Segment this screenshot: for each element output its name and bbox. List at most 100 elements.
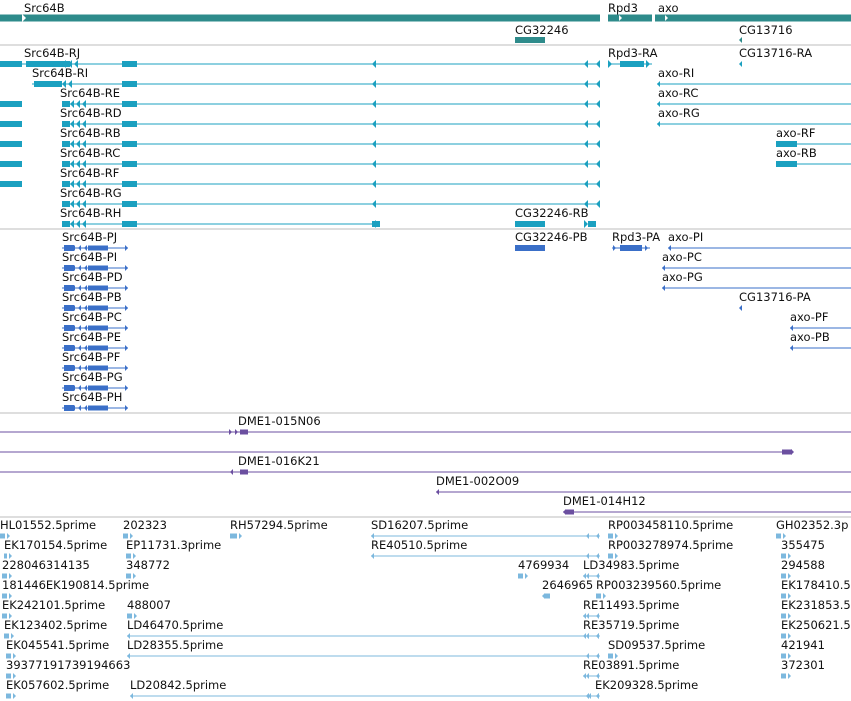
strand-arrow-right xyxy=(615,553,618,559)
strand-arrow-left xyxy=(662,265,665,271)
strand-arrow-right xyxy=(788,573,791,579)
clone-label: DME1-015N06 xyxy=(238,414,321,428)
exon-block xyxy=(123,533,128,539)
transcript-label: Src64B-RF xyxy=(60,166,119,180)
strand-arrow-left xyxy=(586,613,589,619)
strand-arrow-right xyxy=(125,285,128,291)
est-label: EK170154.5prime xyxy=(4,538,107,552)
exon-block xyxy=(62,221,70,227)
strand-arrow-left xyxy=(72,325,75,331)
strand-arrow-left xyxy=(586,673,589,679)
est-label: 2646965 xyxy=(542,578,593,592)
exon-block xyxy=(88,405,108,411)
strand-arrow-left xyxy=(586,553,589,559)
exon-block xyxy=(0,14,600,22)
strand-arrow-left xyxy=(84,265,87,271)
strand-arrow-left xyxy=(596,673,599,679)
transcript-label: Src64B-PF xyxy=(62,350,120,364)
transcript-label: Src64B-RB xyxy=(60,126,121,140)
est-label: 228046314135 xyxy=(2,558,90,572)
exon-block xyxy=(240,429,248,435)
exon-block xyxy=(62,161,70,167)
strand-arrow-left xyxy=(82,160,86,168)
strand-arrow-left xyxy=(72,385,75,391)
strand-arrow-left xyxy=(76,100,80,108)
strand-arrow-right xyxy=(11,633,14,639)
exon-block xyxy=(6,693,11,699)
strand-arrow-left xyxy=(584,140,588,148)
est-label: SD16207.5prime xyxy=(371,518,468,532)
exon-block xyxy=(0,61,22,67)
est-label: HL01552.5prime xyxy=(0,518,96,532)
strand-arrow-right xyxy=(615,653,618,659)
strand-arrow-left xyxy=(372,60,376,68)
strand-arrow-left xyxy=(596,140,600,148)
strand-arrow-left xyxy=(596,100,600,108)
est-label: LD28355.5prime xyxy=(127,638,223,652)
est-label: 181446EK190814.5prime xyxy=(2,578,149,592)
transcript-label: Src64B-PJ xyxy=(62,230,117,244)
est-label: LD46470.5prime xyxy=(127,618,223,632)
strand-arrow-right xyxy=(125,385,128,391)
strand-arrow-left xyxy=(563,509,566,515)
strand-arrow-left xyxy=(596,653,599,659)
strand-arrow-right xyxy=(125,405,128,411)
strand-arrow-left xyxy=(586,533,589,539)
exon-block xyxy=(122,61,137,67)
exon-block xyxy=(608,14,652,22)
strand-arrow-left xyxy=(74,60,78,68)
est-label: EK045541.5prime xyxy=(6,638,109,652)
strand-arrow-left xyxy=(739,37,742,43)
strand-arrow-left xyxy=(588,693,591,699)
exon-block xyxy=(62,181,70,187)
strand-arrow-right xyxy=(608,60,612,68)
exon-block xyxy=(127,613,132,619)
strand-arrow-left xyxy=(84,405,87,411)
exon-block xyxy=(64,365,74,371)
strand-arrow-left xyxy=(70,100,74,108)
est-label: 39377191739194663 xyxy=(6,658,130,672)
exon-block xyxy=(230,533,237,539)
clone-label: DME1-002O09 xyxy=(436,474,519,488)
strand-arrow-left xyxy=(596,120,600,128)
strand-arrow-left xyxy=(586,573,589,579)
transcript-label: Src64B-PG xyxy=(62,370,123,384)
strand-arrow-right xyxy=(134,613,137,619)
strand-arrow-left xyxy=(72,265,75,271)
strand-arrow-right xyxy=(788,633,791,639)
exon-block xyxy=(34,81,62,87)
exon-block xyxy=(4,633,9,639)
est-label: RE03891.5prime xyxy=(583,658,679,672)
strand-arrow-left xyxy=(84,385,87,391)
strand-arrow-left xyxy=(596,80,600,88)
strand-arrow-right xyxy=(9,613,12,619)
strand-arrow-left xyxy=(72,365,75,371)
strand-arrow-left xyxy=(596,693,599,699)
strand-arrow-left xyxy=(596,633,599,639)
strand-arrow-right xyxy=(133,553,136,559)
strand-arrow-left xyxy=(76,200,80,208)
est-label: EK242101.5prime xyxy=(2,598,105,612)
strand-arrow-right xyxy=(665,15,668,21)
est-label: 372301 xyxy=(781,658,825,672)
est-label: RE11493.5prime xyxy=(583,598,679,612)
gene-label: CG13716 xyxy=(739,23,793,37)
transcript-label: Src64B-RG xyxy=(60,186,122,200)
transcript-label: axo-RF xyxy=(776,126,816,140)
strand-arrow-right xyxy=(239,533,242,539)
transcript-label: Src64B-PD xyxy=(62,270,123,284)
strand-arrow-left xyxy=(76,140,80,148)
exon-block xyxy=(64,385,74,391)
transcript-label: CG13716-PA xyxy=(739,290,811,304)
exon-block xyxy=(776,141,797,147)
strand-arrow-left xyxy=(372,100,376,108)
strand-arrow-left xyxy=(584,120,588,128)
est-label: RP003278974.5prime xyxy=(608,538,733,552)
strand-arrow-left xyxy=(70,140,74,148)
strand-arrow-left xyxy=(596,613,599,619)
strand-arrow-right xyxy=(791,449,794,455)
exon-block xyxy=(518,573,523,579)
transcript-label: CG13716-RA xyxy=(739,46,812,60)
exon-block xyxy=(64,325,74,331)
est-label: RE35719.5prime xyxy=(583,618,679,632)
